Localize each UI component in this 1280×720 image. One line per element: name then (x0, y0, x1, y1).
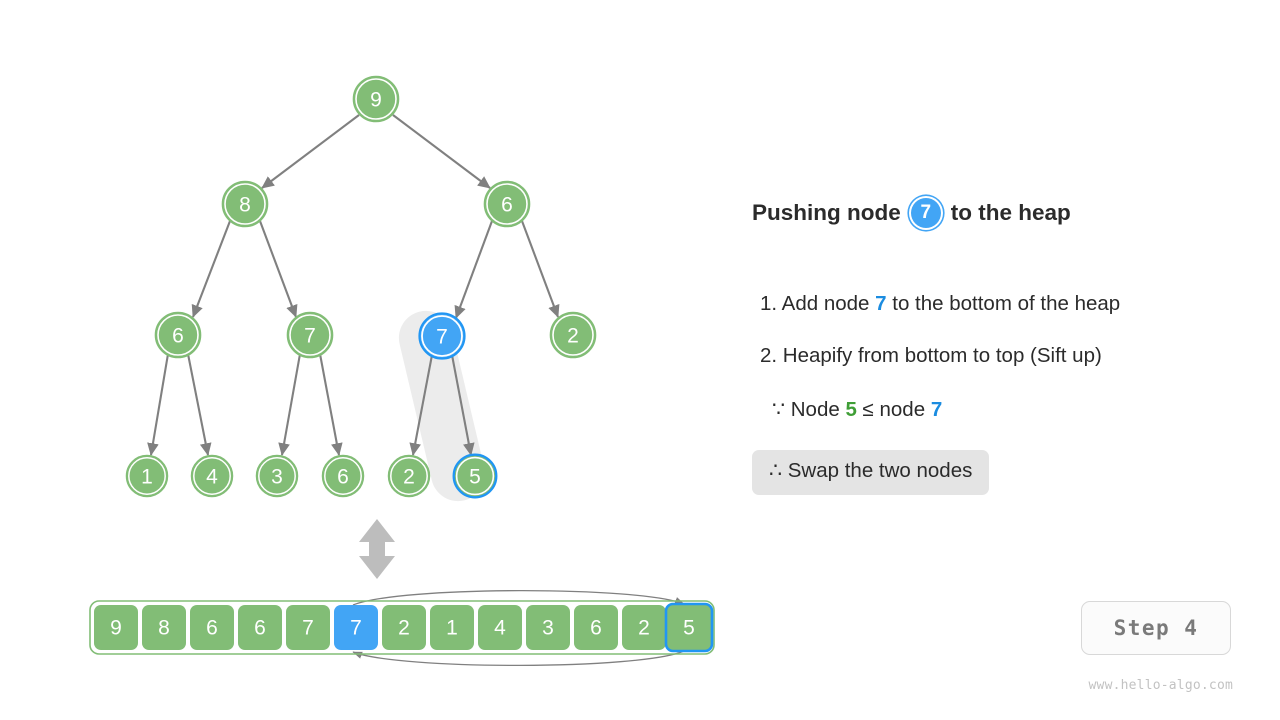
edge-n0-n1 (261, 114, 360, 189)
tree-node-label: 9 (370, 89, 382, 112)
array-cell-8[interactable]: 4 (478, 605, 522, 650)
array-swap-indicator (352, 589, 685, 667)
conclusion-label: Swap the two nodes (782, 459, 973, 482)
tree-node-n0[interactable]: 9 (352, 75, 400, 123)
step-badge: Step 4 (1081, 601, 1231, 655)
edge-n3-n7 (147, 353, 170, 456)
array-cell-label: 7 (350, 617, 362, 640)
tree-node-n2[interactable]: 6 (483, 180, 531, 228)
panel-title-suffix: to the heap (950, 199, 1071, 225)
panel-title: Pushing node 7 to the heap (752, 196, 1252, 230)
array-cell-label: 6 (590, 617, 602, 640)
tree-node-n8[interactable]: 4 (190, 454, 234, 498)
tree-node-n6[interactable]: 2 (549, 311, 597, 359)
tree-node-n5-selected[interactable]: 7 (418, 312, 466, 360)
array-cell-1[interactable]: 8 (142, 605, 186, 650)
array-cell-10[interactable]: 6 (574, 605, 618, 650)
reason-left-value: 5 (845, 398, 857, 421)
array-cell-label: 7 (302, 617, 314, 640)
tree-node-label: 8 (239, 194, 251, 217)
step-2-text: 2. Heapify from bottom to top (Sift up) (760, 344, 1102, 367)
watermark: www.hello-algo.com (1088, 678, 1233, 693)
step-1-prefix: 1. Add node (760, 292, 876, 315)
tree-node-n4[interactable]: 7 (286, 311, 334, 359)
reason-right-value: 7 (930, 398, 943, 421)
tree-node-label: 7 (304, 325, 316, 348)
array-cell-4[interactable]: 7 (286, 605, 330, 650)
array-cell-label: 5 (683, 617, 695, 640)
reason-operator: ≤ node (856, 398, 931, 421)
array-cell-label: 1 (446, 617, 458, 640)
edge-n0-n2 (392, 114, 491, 189)
array-cell-label: 2 (398, 617, 410, 640)
array-cell-label: 8 (158, 617, 170, 640)
step-1-node-value: 7 (875, 292, 887, 315)
array-cells: 9 8 6 6 7 7 2 (94, 602, 714, 653)
tree-node-n12-target[interactable]: 5 (452, 453, 498, 499)
array-cell-3[interactable]: 6 (238, 605, 282, 650)
array-cell-12-target[interactable]: 5 (664, 602, 714, 653)
array-cell-6[interactable]: 2 (382, 605, 426, 650)
array-cell-9[interactable]: 3 (526, 605, 570, 650)
array-cell-0[interactable]: 9 (94, 605, 138, 650)
array-cell-7[interactable]: 1 (430, 605, 474, 650)
edge-n2-n6 (521, 220, 560, 318)
conclusion-box: ∴ Swap the two nodes (752, 450, 990, 495)
edge-n1-n4 (259, 220, 298, 318)
array-cell-11[interactable]: 2 (622, 605, 666, 650)
tree-node-label: 5 (469, 466, 481, 489)
tree-node-n1[interactable]: 8 (221, 180, 269, 228)
edge-n4-n10 (318, 353, 343, 456)
tree-node-label: 7 (436, 326, 448, 349)
array-cell-label: 2 (638, 617, 650, 640)
tree-node-n3[interactable]: 6 (154, 311, 202, 359)
tree-node-n9[interactable]: 3 (255, 454, 299, 498)
step-1-text: 1. Add node 7 to the bottom of the heap (760, 292, 1121, 315)
conclusion-text: ∴ Swap the two nodes (769, 459, 973, 482)
tree-node-n7[interactable]: 1 (125, 454, 169, 498)
array-cell-2[interactable]: 6 (190, 605, 234, 650)
edge-n2-n5 (454, 220, 493, 319)
tree-array-updown-arrow (359, 519, 395, 579)
tree-node-n11[interactable]: 2 (387, 454, 431, 498)
tree-node-label: 1 (141, 466, 153, 489)
reason-prefix: Node (785, 398, 846, 421)
reason-text: ∵ Node 5 ≤ node 7 (772, 398, 943, 421)
panel-title-prefix: Pushing node (752, 199, 901, 225)
edge-n5-n12 (450, 354, 475, 456)
step-1-suffix: to the bottom of the heap (886, 292, 1121, 315)
array-cell-5-selected[interactable]: 7 (334, 605, 378, 650)
tree-node-label: 3 (271, 466, 283, 489)
edge-n1-n2 (191, 220, 231, 318)
array-cell-label: 3 (542, 617, 554, 640)
array-cell-label: 6 (206, 617, 218, 640)
step-badge-label: Step 4 (1113, 616, 1199, 640)
array-cell-label: 9 (110, 617, 122, 640)
because-symbol: ∵ (772, 398, 786, 421)
panel-title-node-badge: 7 (908, 196, 943, 230)
edge-n5-n11 (409, 354, 434, 456)
tree-node-label: 6 (501, 194, 513, 217)
edge-n4-n9 (278, 353, 302, 456)
array-cell-label: 6 (254, 617, 266, 640)
array-outer-border (89, 600, 715, 655)
tree-edges (147, 114, 560, 456)
tree-node-label: 2 (403, 466, 415, 489)
tree-node-label: 6 (337, 466, 349, 489)
therefore-symbol: ∴ (769, 459, 783, 482)
tree-node-n10[interactable]: 6 (321, 454, 365, 498)
tree-node-label: 6 (172, 325, 184, 348)
explanation-panel: Pushing node 7 to the heap 1. Add node 7… (752, 196, 1252, 495)
array-cell-label: 4 (494, 617, 506, 640)
tree-node-label: 4 (206, 466, 218, 489)
edge-n3-n8 (186, 353, 212, 456)
tree-node-label: 2 (567, 325, 579, 348)
